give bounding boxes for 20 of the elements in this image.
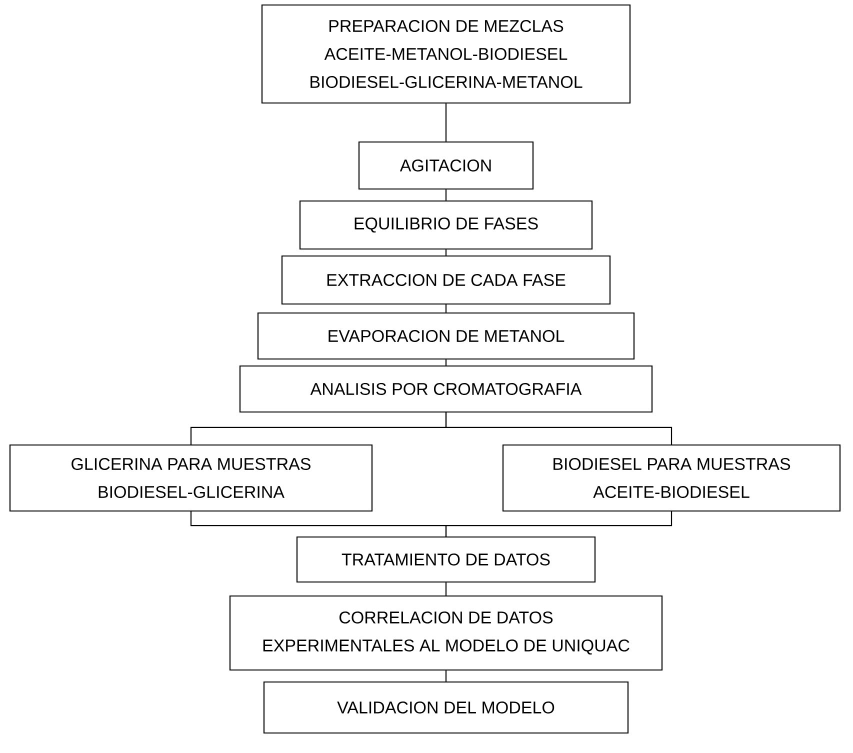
process-box: TRATAMIENTO DE DATOS [296,536,596,583]
connector-line [445,360,447,366]
process-box: EXTRACCION DE CADA FASE [281,255,611,305]
process-box: AGITACION [358,141,534,190]
connector-line [445,304,447,312]
process-box: PREPARACION DE MEZCLAS ACEITE-METANOL-BIODIESEL BIODIESEL-GLICERINA-METANOL [261,4,631,104]
process-box: ANALISIS POR CROMATOGRAFIA [239,365,653,413]
connector-line [445,250,447,256]
connector-line [445,582,447,596]
connector-line [445,412,672,444]
connector-line [445,104,447,142]
process-box: BIODIESEL PARA MUESTRAS ACEITE-BIODIESEL [502,444,841,512]
connector-line [445,670,447,682]
connector-line [445,512,672,536]
process-box: VALIDACION DEL MODELO [263,681,629,734]
connector-line [445,190,447,200]
process-box: CORRELACION DE DATOS EXPERIMENTALES AL MODELO DE UNIQUAC [229,595,663,671]
process-box: GLICERINA PARA MUESTRAS BIODIESEL-GLICERINA [9,444,373,512]
process-box: EQUILIBRIO DE FASES [299,200,593,250]
process-box: EVAPORACION DE METANOL [257,312,635,360]
